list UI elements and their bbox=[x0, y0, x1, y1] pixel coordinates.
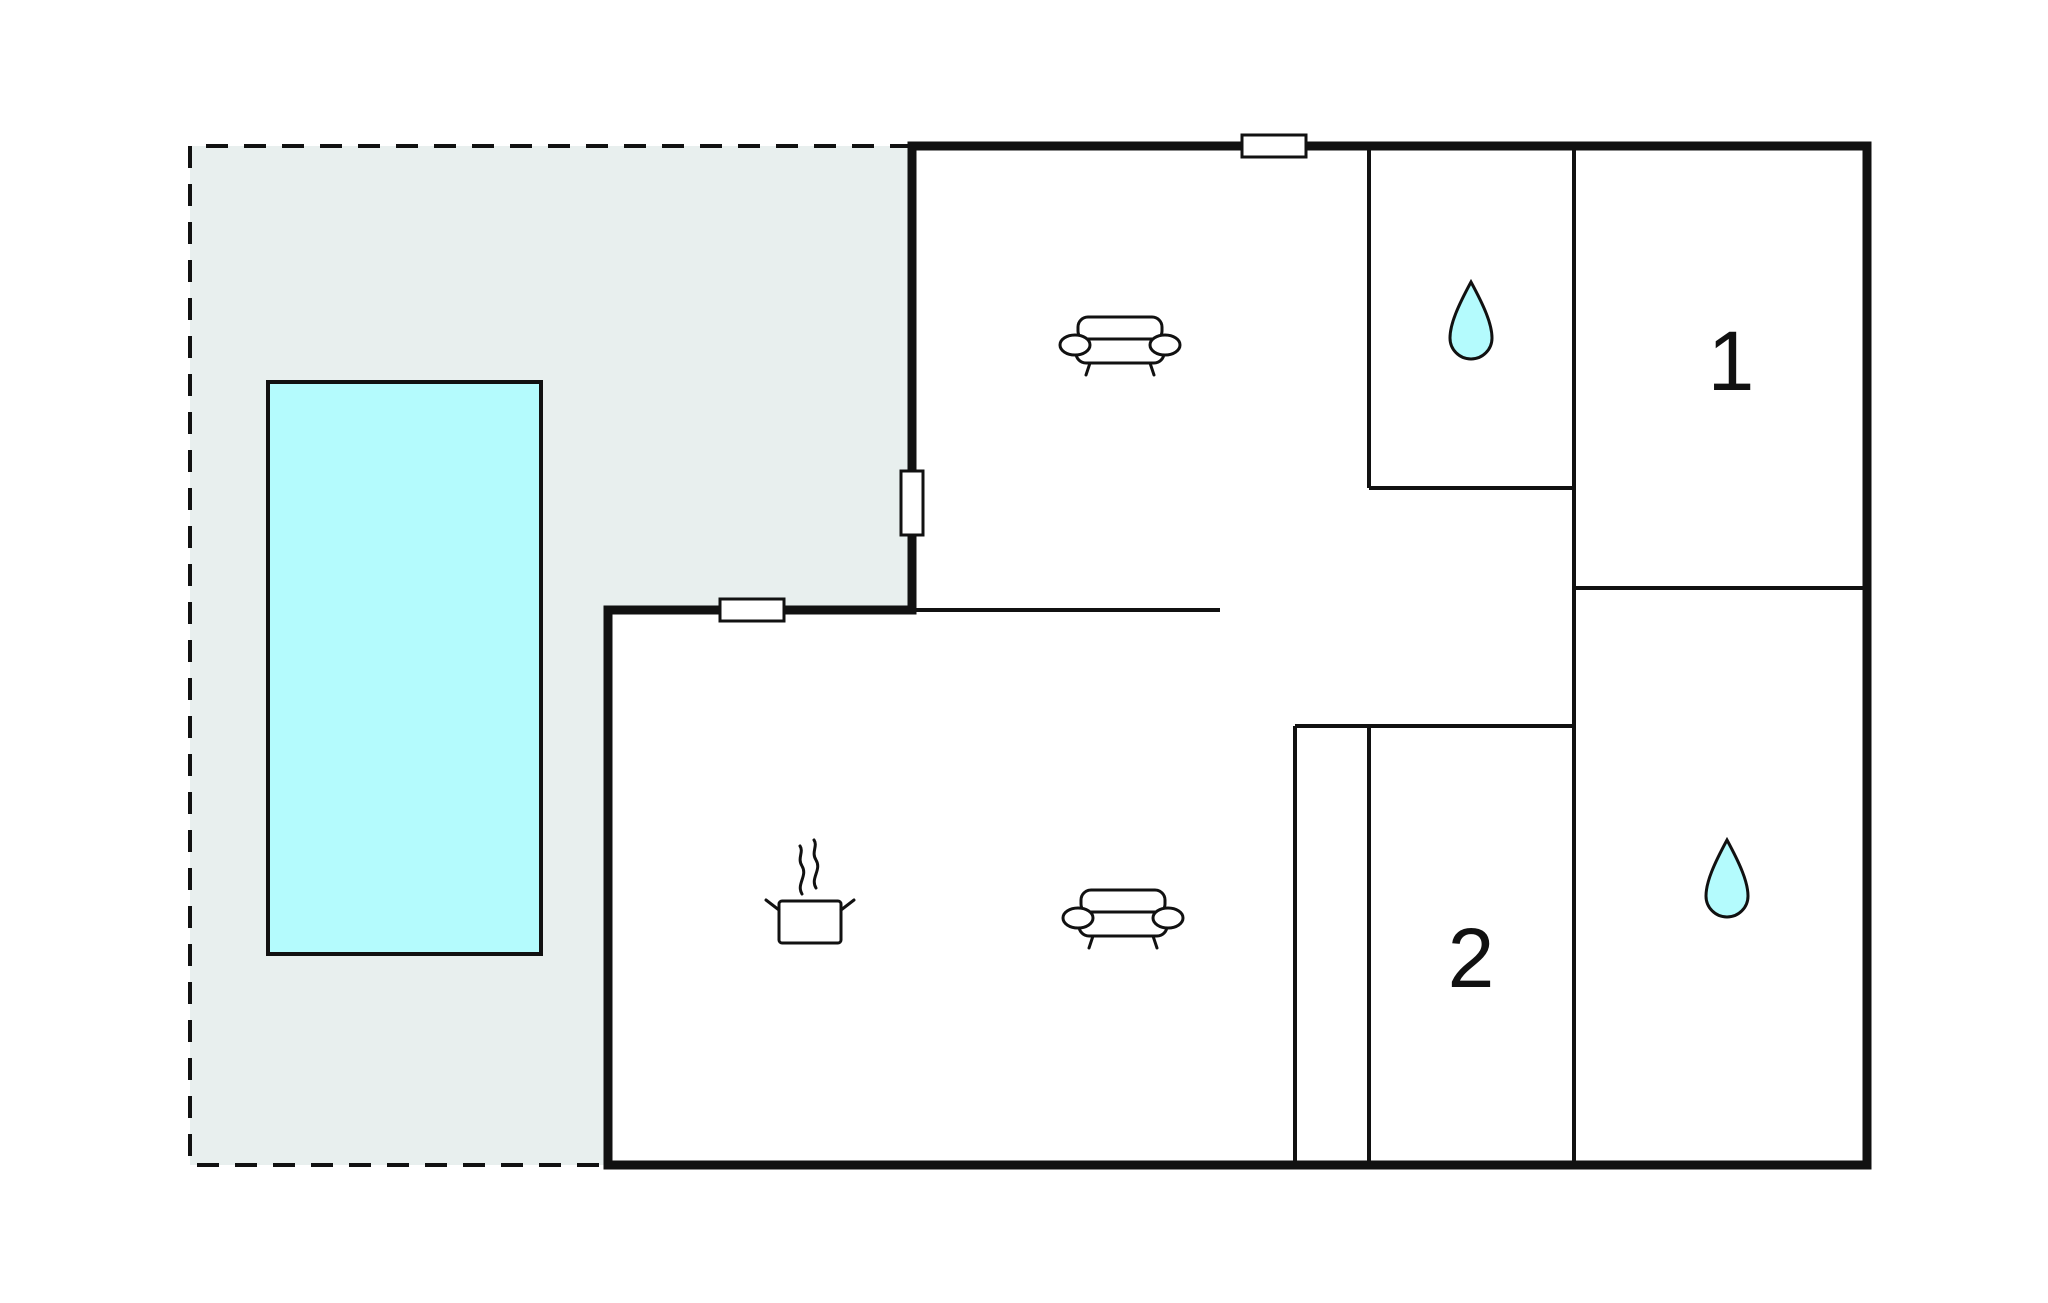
water-drop-icon bbox=[1704, 836, 1750, 919]
sofa-icon bbox=[1061, 888, 1185, 950]
water-drop-icon bbox=[1448, 278, 1494, 361]
cooking-pot-icon bbox=[764, 838, 856, 945]
sofa-icon bbox=[1058, 315, 1182, 377]
window-top bbox=[1240, 133, 1308, 159]
window-left bbox=[899, 469, 925, 537]
pool bbox=[266, 380, 543, 956]
window-kitchen bbox=[718, 597, 786, 623]
terrace-dashed-border bbox=[188, 144, 912, 1167]
bedroom-2-label: 2 bbox=[1448, 911, 1495, 1005]
interior-walls bbox=[912, 146, 1867, 1165]
bedroom-1-label: 1 bbox=[1708, 314, 1755, 408]
